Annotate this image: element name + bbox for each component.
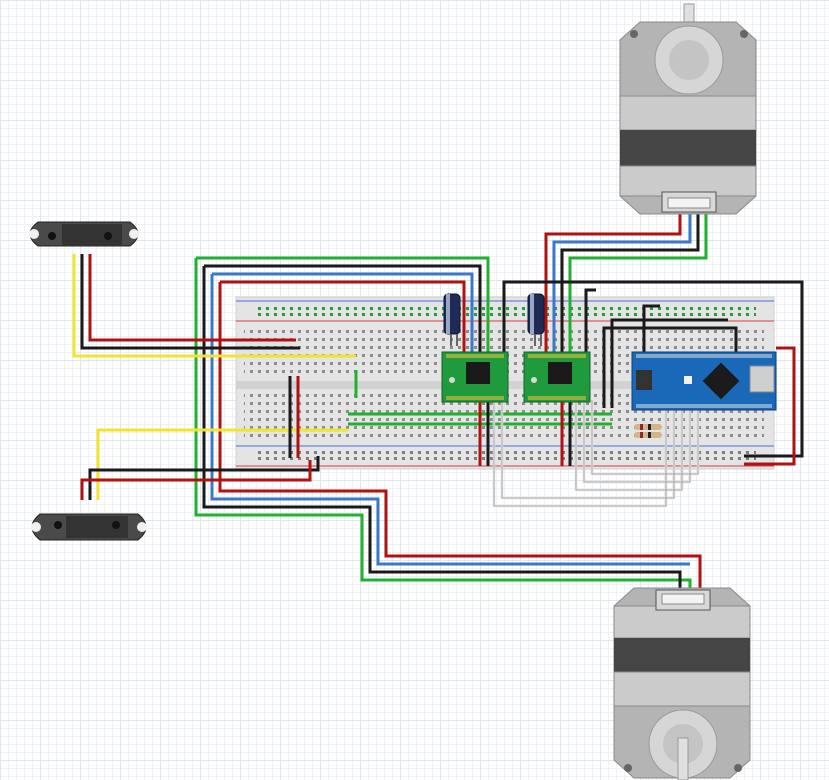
wire-red	[88, 254, 296, 342]
wire-green	[568, 208, 708, 352]
wire-red	[220, 280, 466, 352]
stepper-driver-2	[523, 351, 591, 403]
wire-yellow	[72, 254, 356, 358]
wire-blue	[552, 208, 692, 352]
wire-yellow	[96, 428, 348, 500]
wires	[72, 208, 804, 596]
wire-green	[194, 258, 692, 596]
wire-red	[80, 460, 312, 500]
capacitor-2	[527, 293, 545, 346]
wire-black	[204, 264, 482, 352]
distance-sensor-top	[29, 221, 139, 247]
wire-black	[88, 456, 320, 500]
wire-red	[544, 208, 682, 352]
wire-red	[218, 282, 702, 596]
distance-sensor-bottom	[31, 513, 147, 541]
stepper-motor-bottom	[613, 587, 751, 780]
wire-black	[202, 266, 682, 596]
wire-black	[642, 304, 660, 352]
wire-black	[502, 280, 804, 458]
resistors	[634, 424, 662, 438]
wire-blue	[212, 272, 474, 352]
wire-black	[584, 288, 596, 352]
stepper-motor-top	[619, 3, 757, 215]
wire-black	[610, 318, 728, 408]
arduino-nano	[631, 351, 777, 411]
wire-black	[80, 254, 300, 350]
stepper-driver-1	[441, 351, 509, 403]
capacitor-1	[443, 293, 461, 346]
wire-blue	[210, 274, 690, 566]
wire-black	[602, 326, 738, 408]
wire-green	[196, 256, 490, 352]
wire-black	[560, 208, 700, 352]
wire-red	[744, 346, 796, 466]
